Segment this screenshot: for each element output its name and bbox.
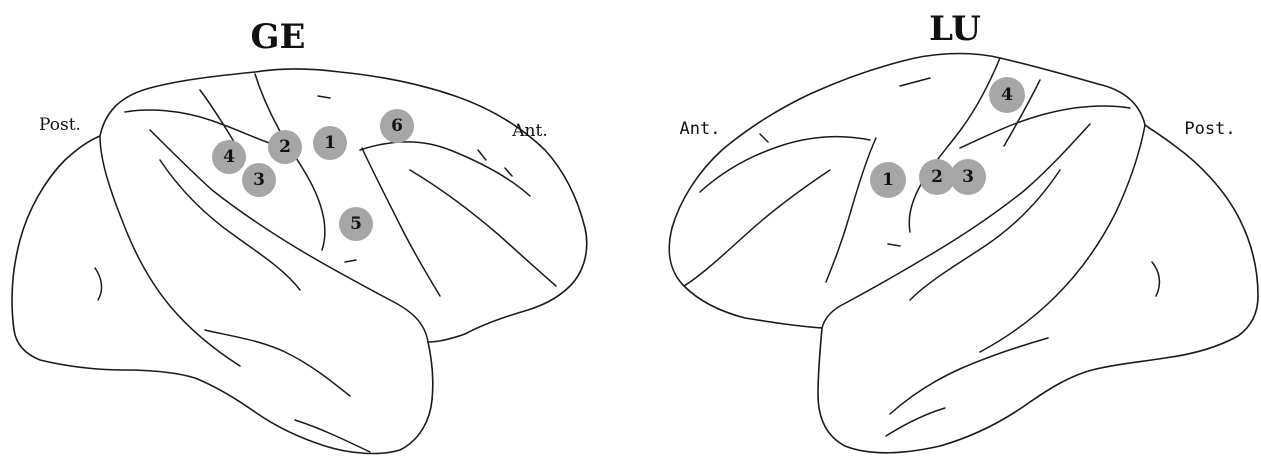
lu-site-4: 4 [989,77,1025,113]
panel-lu-post-label: Post. [1184,119,1235,139]
ge-site-3-label: 3 [253,170,265,190]
ge-site-3: 3 [242,163,276,197]
panel-ge-ant-label: Ant. [511,121,547,141]
lu-sylvian-fissure [822,124,1090,328]
lu-site-3-label: 3 [962,167,974,187]
ge-brain-outline [12,69,587,453]
ge-arcuate-sulcus [362,148,440,296]
panel-ge-post-label: Post. [39,115,81,135]
lu-dimple-3 [760,134,768,142]
lu-occipital-sulcus [980,125,1145,352]
panel-lu-ant-label: Ant. [680,119,721,139]
ge-temporal-sulcus [160,160,300,290]
lu-intraparietal-sulcus [960,106,1130,148]
lu-dimple-4 [1152,262,1159,296]
ge-principal-sulcus [360,142,530,196]
lu-dimple-2 [888,244,900,246]
panel-lu: LU Ant. Post. [669,9,1258,453]
ge-dimple-4 [505,168,512,176]
ge-inferior-sulcus [205,330,350,396]
panel-ge-title: GE [251,17,306,57]
ge-site-1-label: 1 [324,133,336,153]
ge-site-2: 2 [268,130,302,164]
lu-inferior-sulcus-2 [886,408,945,436]
lu-site-2-label: 2 [931,167,943,187]
ge-dimple-3 [478,150,486,160]
lu-site-2: 2 [919,159,955,195]
ge-frontal-sulcus [410,170,556,286]
lu-inferior-sulcus [890,338,1048,414]
ge-site-4-label: 4 [223,147,235,167]
ge-dimple-1 [318,96,330,98]
lu-central-sulcus [909,58,1000,232]
ge-inferior-sulcus-2 [295,420,370,452]
panel-ge: GE Post. Ant. [12,17,587,453]
lu-principal-sulcus [700,137,870,192]
lu-site-1: 1 [870,162,906,198]
ge-site-4: 4 [212,140,246,174]
ge-site-5: 5 [339,207,373,241]
lu-dimple-1 [900,78,930,86]
ge-site-6-label: 6 [391,116,403,136]
ge-site-6: 6 [380,109,414,143]
ge-dimple-5 [95,268,102,300]
lu-arcuate-sulcus [826,138,876,282]
lu-brain-outline [669,54,1258,453]
lu-site-1-label: 1 [882,170,894,190]
ge-site-5-label: 5 [350,214,362,234]
ge-site-1: 1 [313,126,347,160]
panel-lu-title: LU [929,9,981,49]
lu-site-4-label: 4 [1001,85,1013,105]
lu-site-3: 3 [950,159,986,195]
ge-dimple-2 [345,260,356,262]
ge-site-2-label: 2 [279,137,291,157]
